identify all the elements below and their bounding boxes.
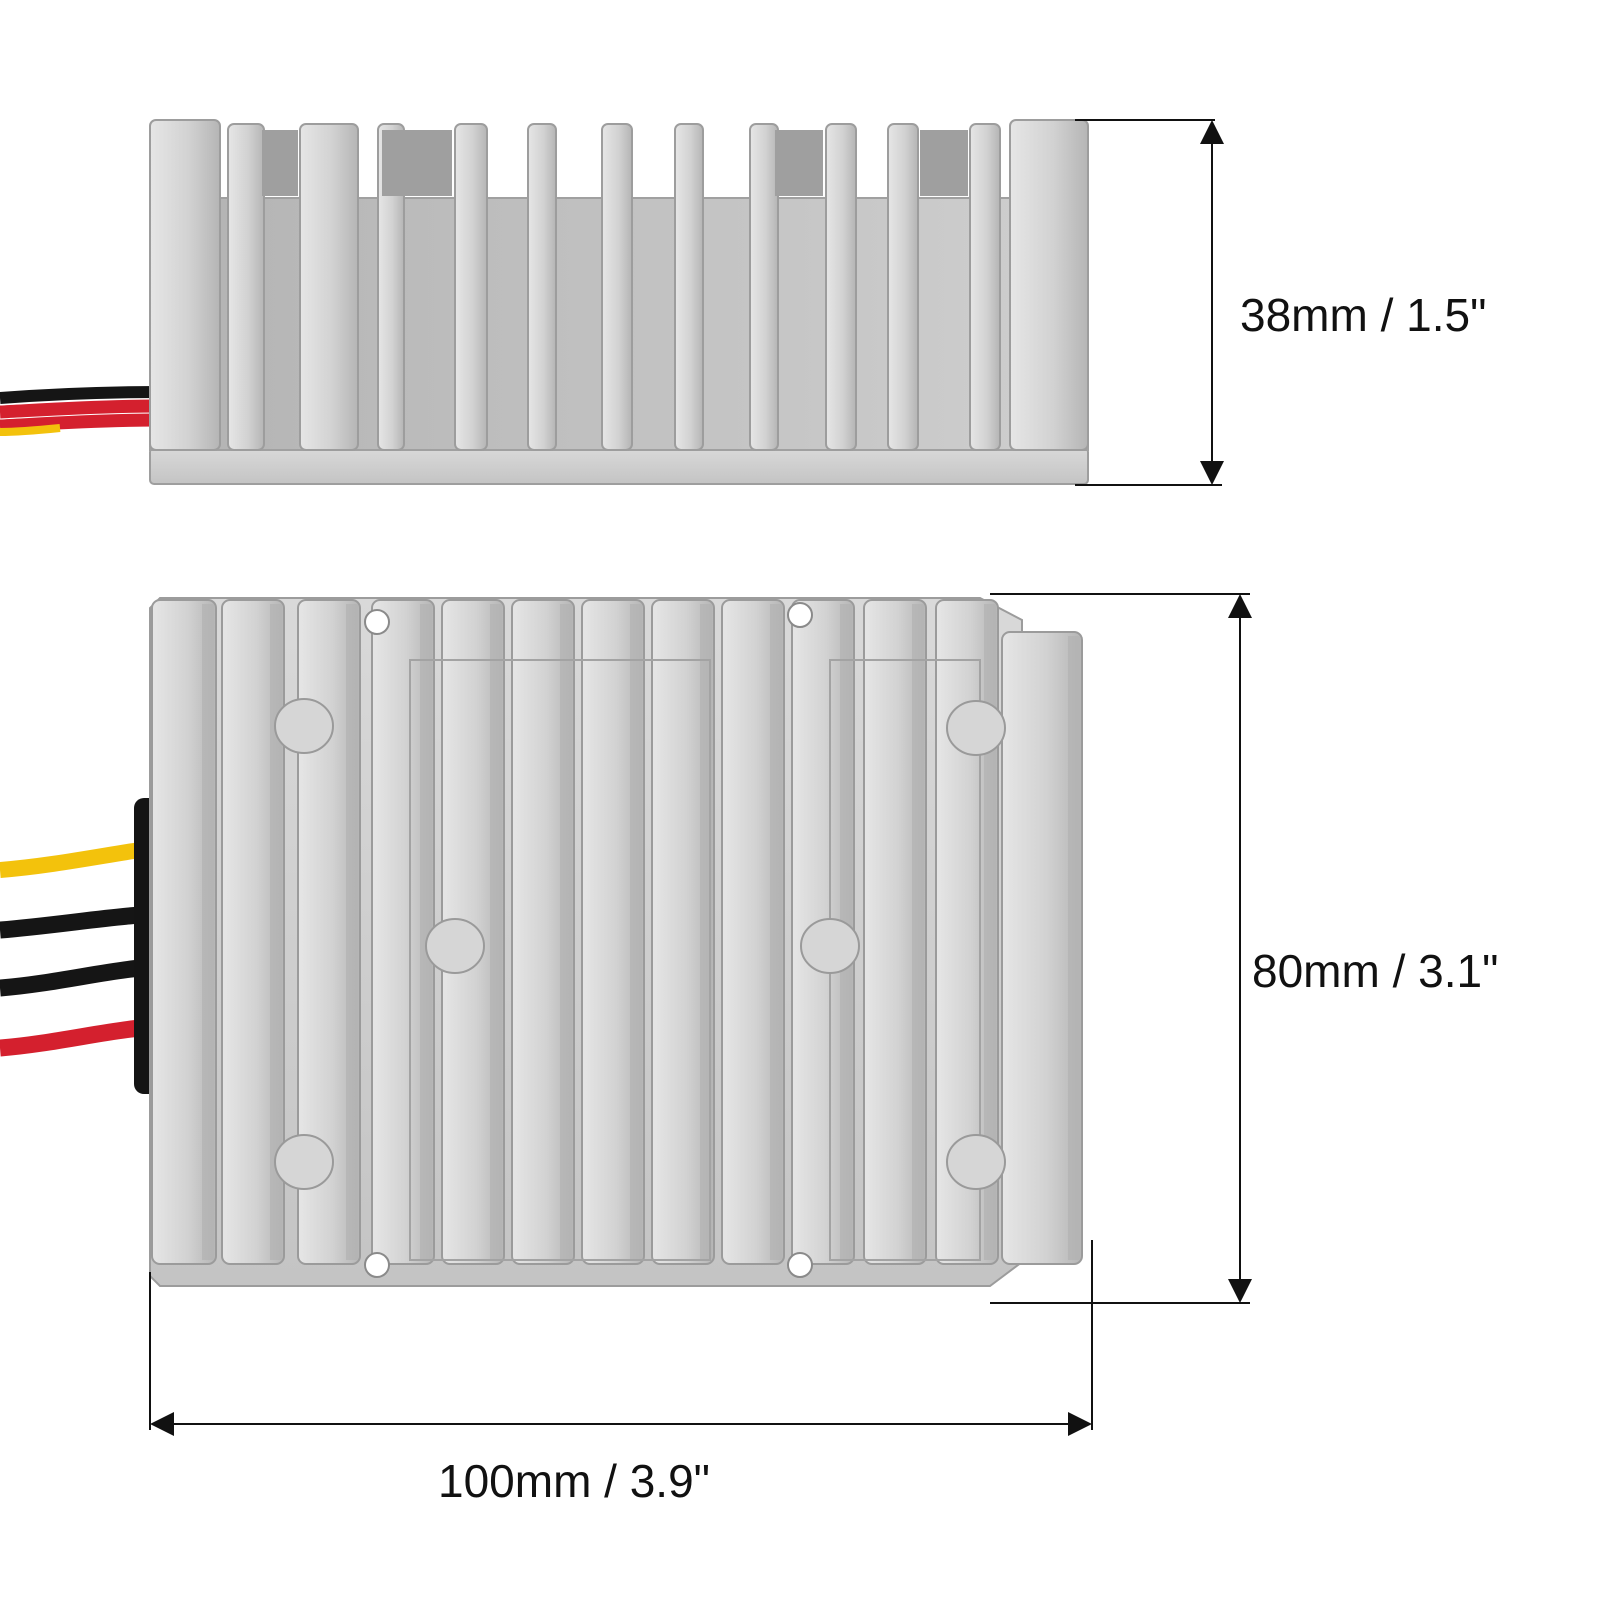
inner-panel <box>409 659 711 1261</box>
side-fin <box>749 123 779 451</box>
side-wire-bundle <box>0 386 159 436</box>
side-slot <box>382 130 452 196</box>
side-fin <box>601 123 633 451</box>
top-fin <box>651 599 715 1265</box>
top-fin <box>297 599 361 1265</box>
screw-caps <box>274 698 1006 1190</box>
top-fin <box>935 599 999 1265</box>
side-slot <box>262 130 298 196</box>
top-fin <box>151 599 217 1265</box>
length-dimension-label: 100mm / 3.9" <box>438 1455 711 1507</box>
side-fin <box>825 123 857 451</box>
side-slot <box>775 130 823 196</box>
top-fin <box>221 599 285 1265</box>
side-fin <box>674 123 704 451</box>
top-wire-bundle <box>0 842 142 1057</box>
side-fin <box>527 123 557 451</box>
top-fin <box>721 599 785 1265</box>
mounting-holes <box>364 602 813 1278</box>
side-fin <box>227 123 265 451</box>
heatsink-top-view <box>0 597 1083 1287</box>
top-fin <box>511 599 575 1265</box>
top-fin <box>1001 631 1083 1265</box>
top-fin <box>863 599 927 1265</box>
side-slot <box>920 130 968 196</box>
dimension-lines <box>149 119 1252 1436</box>
side-fin <box>299 123 359 451</box>
side-fin <box>454 123 488 451</box>
side-fin <box>377 123 405 451</box>
width-dimension-label: 80mm / 3.1" <box>1252 945 1499 997</box>
side-fin <box>1009 119 1089 451</box>
side-fin <box>149 119 221 451</box>
top-fin <box>371 599 435 1265</box>
side-fin <box>887 123 919 451</box>
side-fin <box>969 123 1001 451</box>
heatsink-side-view <box>0 119 1089 485</box>
top-fin <box>581 599 645 1265</box>
height-dimension-label: 38mm / 1.5" <box>1240 289 1487 341</box>
